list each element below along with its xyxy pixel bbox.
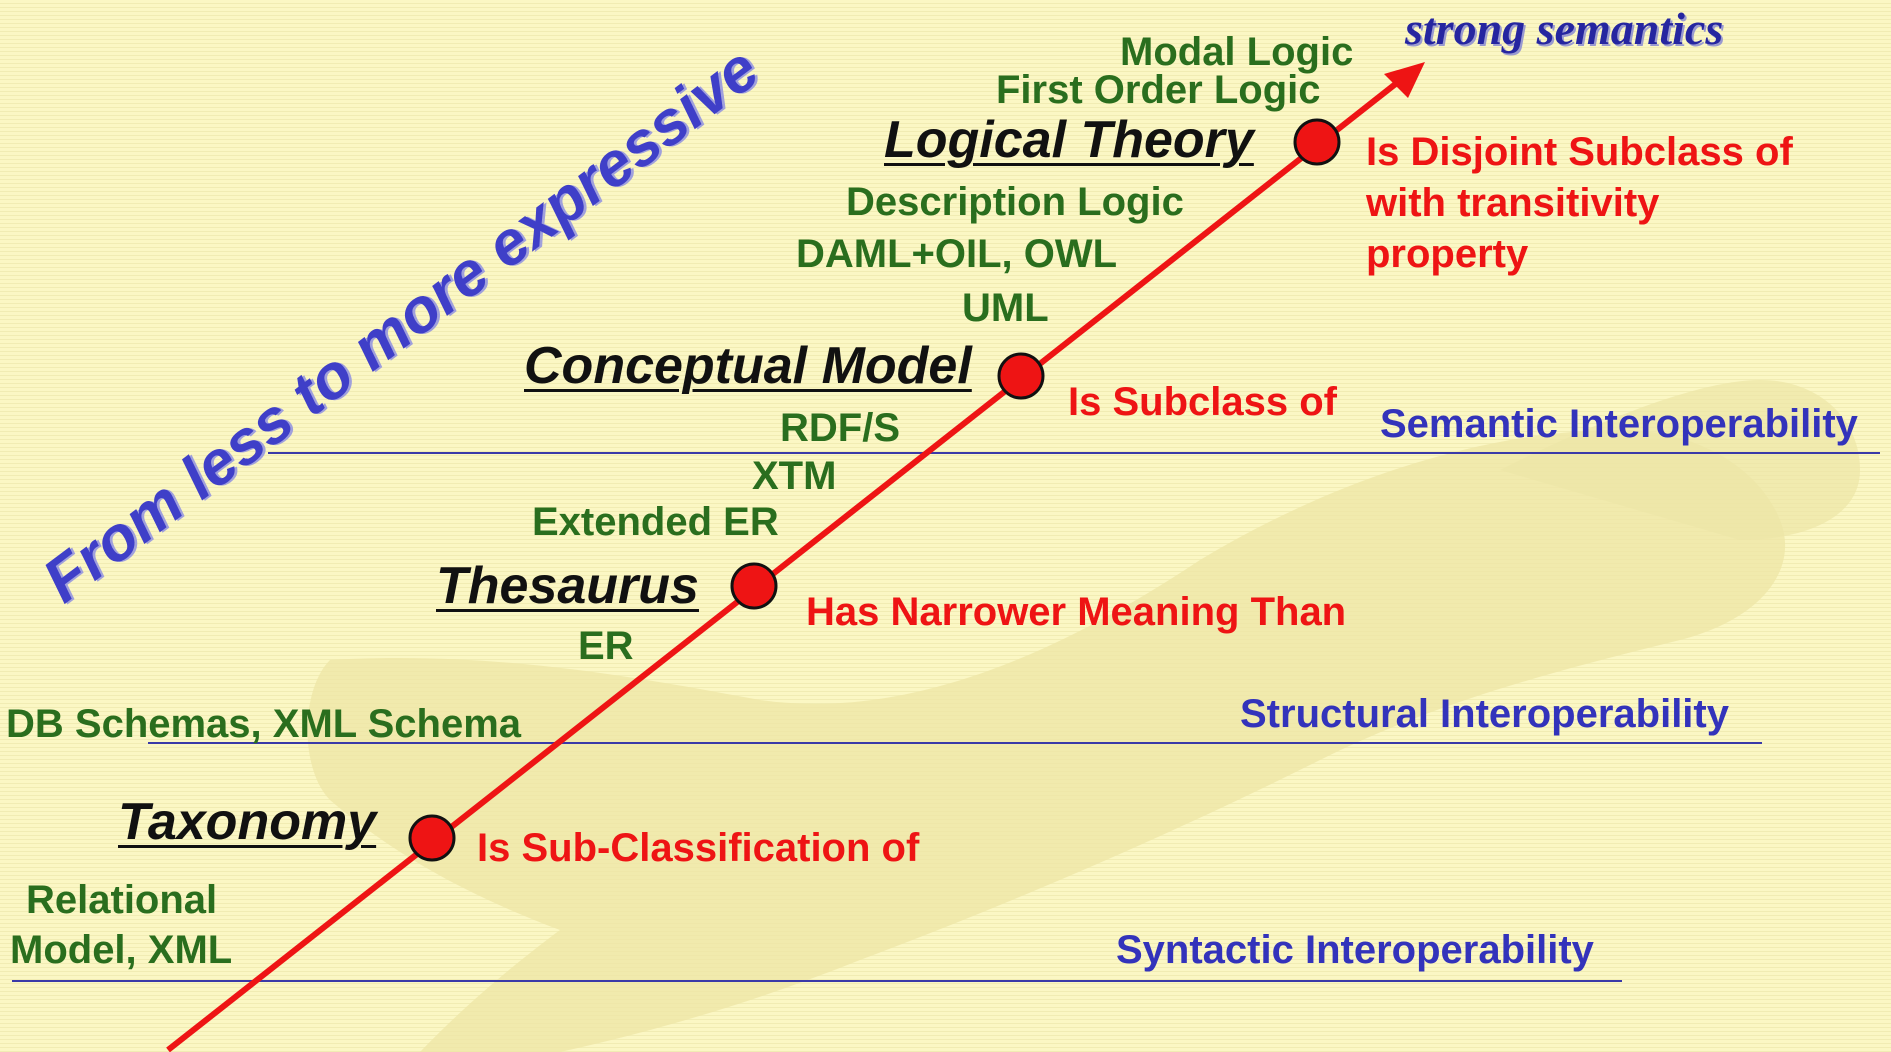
taxonomy-node <box>408 814 456 862</box>
formalism-relational: Relational <box>26 878 218 922</box>
formalism-extended-er: Extended ER <box>532 500 779 544</box>
formalism-daml-oil-owl: DAML+OIL, OWL <box>796 232 1118 276</box>
formalism-modal-logic: Modal Logic <box>1120 30 1354 74</box>
formalism-model-xml: Model, XML <box>10 928 233 972</box>
formalism-first-order-logic: First Order Logic <box>996 68 1321 112</box>
relation-conceptual-model: Is Subclass of <box>1068 380 1337 424</box>
relation-logical-theory-line-1: Is Disjoint Subclass of <box>1366 130 1793 174</box>
level-logical-theory: Logical Theory <box>884 111 1254 169</box>
thesaurus-node <box>730 562 778 610</box>
formalism-er: ER <box>578 624 634 668</box>
relation-taxonomy: Is Sub-Classification of <box>477 826 920 870</box>
arrow-head <box>1384 62 1425 98</box>
strong-semantics-label: strong semantics <box>1405 3 1724 54</box>
conceptual-model-node <box>997 352 1045 400</box>
syntactic-interoperability-label: Syntactic Interoperability <box>1116 928 1594 972</box>
structural-interoperability-line <box>148 742 1762 744</box>
level-taxonomy: Taxonomy <box>118 793 377 851</box>
level-conceptual-model: Conceptual Model <box>524 337 972 395</box>
relation-logical-theory-line-3: property <box>1366 232 1529 276</box>
formalism-xtm: XTM <box>752 454 837 498</box>
relation-thesaurus: Has Narrower Meaning Than <box>806 590 1347 634</box>
syntactic-interoperability-line <box>12 980 1622 982</box>
structural-interoperability-label: Structural Interoperability <box>1240 692 1729 736</box>
formalism-db-schemas: DB Schemas, XML Schema <box>6 702 522 746</box>
formalism-description-logic: Description Logic <box>846 180 1184 224</box>
semantic-interoperability-line <box>268 452 1880 454</box>
level-thesaurus: Thesaurus <box>436 557 699 615</box>
relation-logical-theory-line-2: with transitivity <box>1366 181 1660 225</box>
logical-theory-node <box>1293 118 1341 166</box>
formalism-rdfs: RDF/S <box>780 406 900 450</box>
semantic-interoperability-label: Semantic Interoperability <box>1380 402 1858 446</box>
formalism-uml: UML <box>962 286 1049 330</box>
arrow-shaft <box>166 79 1400 1052</box>
